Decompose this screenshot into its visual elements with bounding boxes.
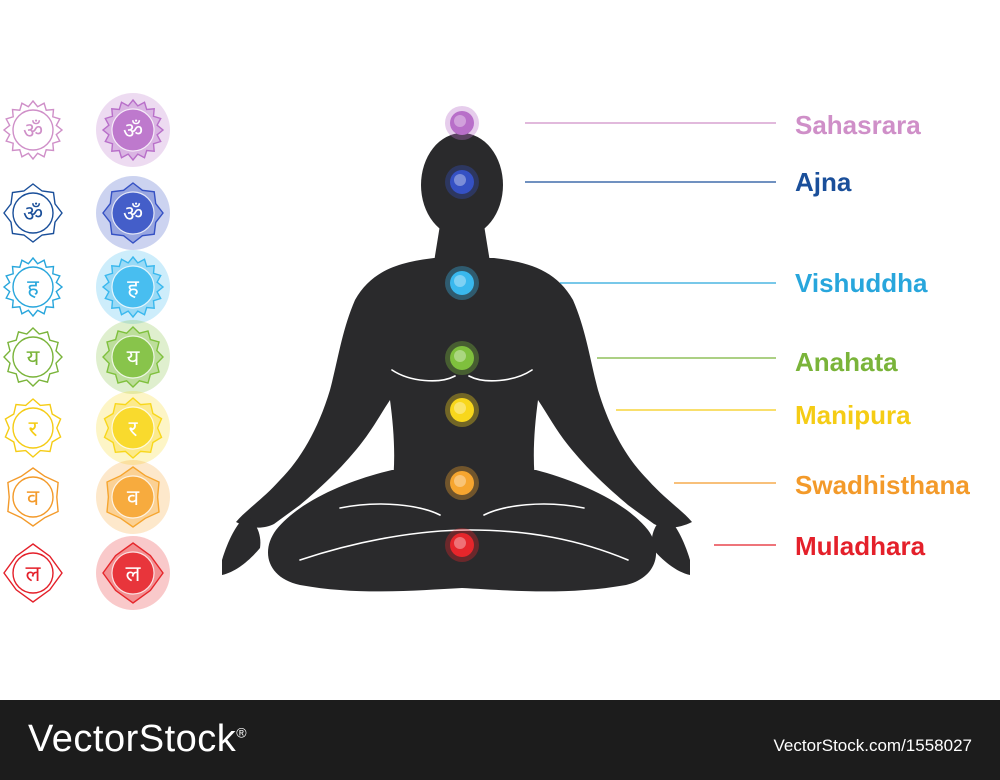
anahata-outline-symbol-icon: य	[3, 327, 63, 387]
leader-lines	[525, 122, 776, 546]
chakra-artwork: ॐ ॐ ह य र व ल ॐ ॐ ह य र व ल	[2, 93, 776, 610]
ajna-label: Ajna	[795, 167, 852, 197]
vishuddha-outline-symbol-icon: ह	[2, 256, 64, 318]
svg-text:ॐ: ॐ	[123, 119, 143, 144]
muladhara-label: Muladhara	[795, 531, 926, 561]
swadhisthana-label: Swadhisthana	[795, 470, 970, 500]
svg-text:व: व	[127, 486, 140, 511]
brand-logo: VectorStock®	[28, 718, 247, 761]
filled-chakra-symbols-column: ॐ ॐ ह य र व ल	[96, 93, 170, 610]
swadhisthana-outline-symbol-icon: व	[7, 467, 59, 527]
sahasrara-body-point	[445, 106, 479, 140]
svg-text:य: य	[127, 346, 141, 371]
manipura-glowing-symbol-icon: र	[96, 391, 170, 465]
svg-text:ॐ: ॐ	[23, 202, 43, 227]
manipura-body-point	[445, 393, 479, 427]
ajna-body-point	[445, 165, 479, 199]
ajna-outline-symbol-icon: ॐ	[3, 183, 63, 243]
image-credit: VectorStock.com/1558027	[773, 736, 972, 755]
outline-chakra-symbols-column: ॐ ॐ ह य र व ल	[2, 99, 64, 603]
svg-text:ॐ: ॐ	[23, 119, 43, 144]
watermark-footer: VectorStock® VectorStock.com/1558027	[0, 700, 1000, 780]
sahasrara-outline-symbol-icon: ॐ	[2, 99, 64, 161]
vishuddha-label: Vishuddha	[795, 268, 928, 298]
anahata-label: Anahata	[795, 347, 898, 377]
figure-contour-lines	[299, 369, 629, 561]
muladhara-outline-symbol-icon: ल	[3, 543, 63, 603]
svg-text:र: र	[129, 417, 139, 442]
swadhisthana-glowing-symbol-icon: व	[96, 460, 170, 534]
anahata-body-point	[445, 341, 479, 375]
svg-text:व: व	[27, 486, 40, 511]
chakra-points-on-body	[445, 106, 479, 562]
registered-mark: ®	[236, 724, 248, 741]
sahasrara-label: Sahasrara	[795, 110, 921, 140]
muladhara-glowing-symbol-icon: ल	[96, 536, 170, 610]
svg-text:ॐ: ॐ	[123, 202, 143, 227]
muladhara-body-point	[445, 528, 479, 562]
svg-text:ल: ल	[26, 562, 42, 587]
anahata-glowing-symbol-icon: य	[96, 320, 170, 394]
sahasrara-glowing-symbol-icon: ॐ	[96, 93, 170, 167]
swadhisthana-body-point	[445, 466, 479, 500]
manipura-outline-symbol-icon: र	[4, 398, 62, 458]
svg-text:ल: ल	[126, 562, 142, 587]
vishuddha-body-point	[445, 266, 479, 300]
ajna-glowing-symbol-icon: ॐ	[96, 176, 170, 250]
svg-text:ह: ह	[127, 276, 139, 301]
svg-text:ह: ह	[27, 276, 39, 301]
manipura-label: Manipura	[795, 400, 911, 430]
svg-text:य: य	[27, 346, 41, 371]
brand-name: VectorStock	[28, 718, 237, 760]
vishuddha-glowing-symbol-icon: ह	[96, 250, 170, 324]
svg-text:र: र	[29, 417, 39, 442]
